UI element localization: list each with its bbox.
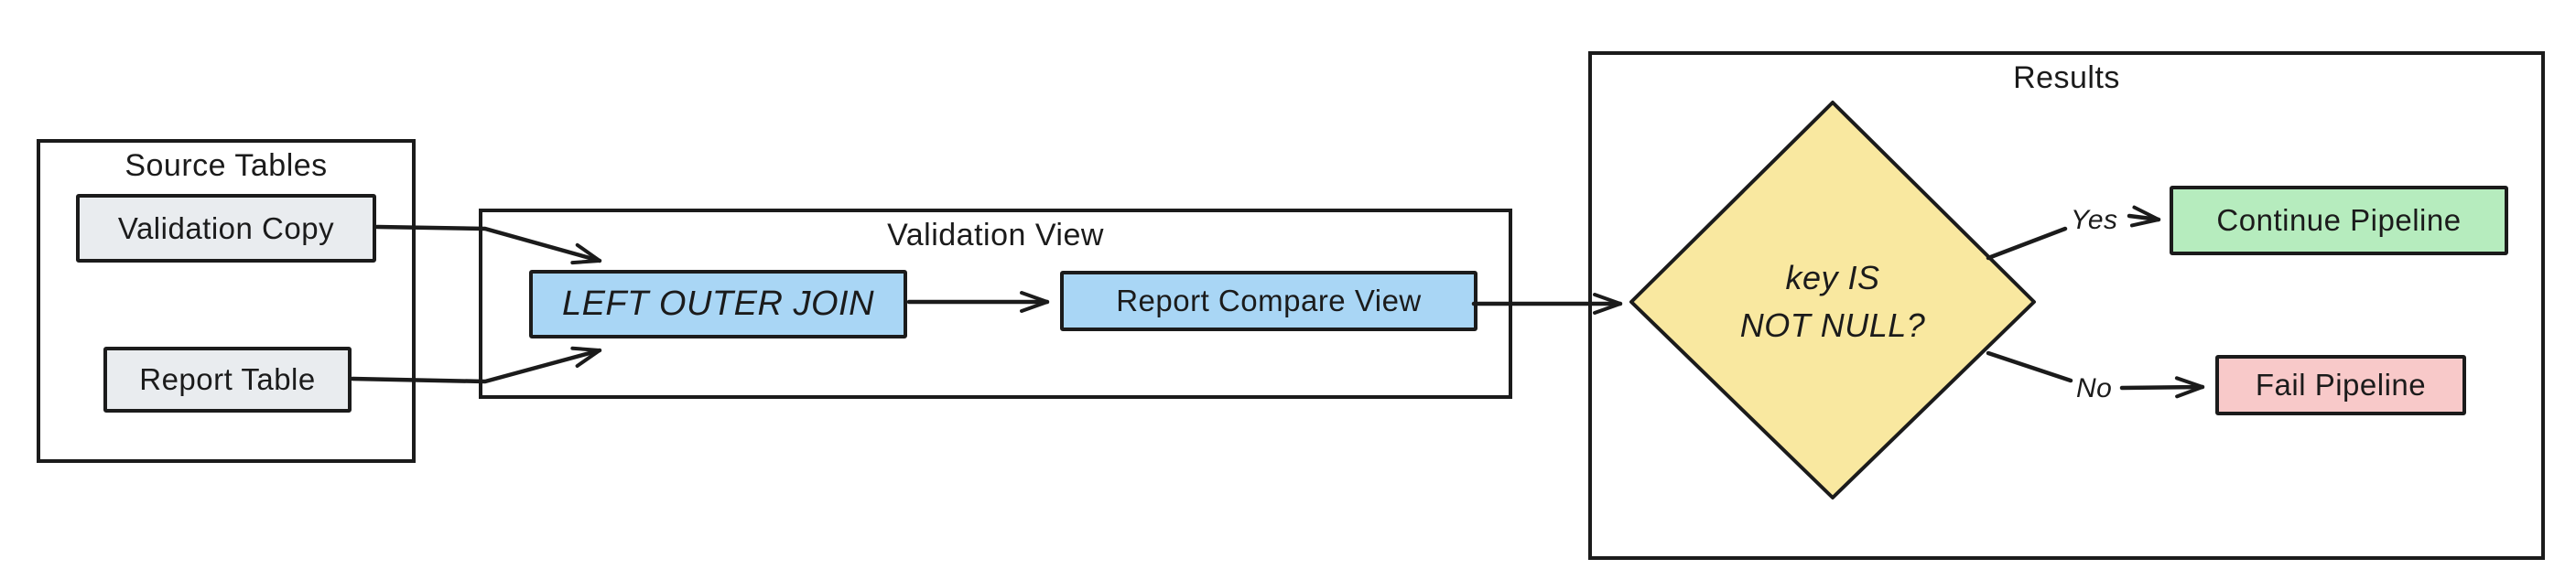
results-title: Results bbox=[2013, 60, 2120, 95]
node-continue-pipeline-label: Continue Pipeline bbox=[2216, 203, 2462, 237]
node-report-table-label: Report Table bbox=[139, 362, 316, 396]
results-group: Results Continue Pipeline Fail Pipeline … bbox=[1588, 51, 2545, 560]
node-validation-copy: Validation Copy bbox=[76, 194, 376, 263]
node-fail-pipeline-label: Fail Pipeline bbox=[2255, 368, 2427, 402]
decision-label-line1: key IS bbox=[1785, 258, 1880, 296]
node-fail-pipeline: Fail Pipeline bbox=[2215, 355, 2466, 415]
node-continue-pipeline: Continue Pipeline bbox=[2170, 186, 2508, 255]
edge-label-no: No bbox=[2076, 373, 2113, 403]
validation-view-group: Validation View LEFT OUTER JOIN Report C… bbox=[479, 209, 1512, 399]
edge-label-yes: Yes bbox=[2071, 205, 2118, 235]
node-report-table: Report Table bbox=[103, 347, 352, 413]
node-validation-copy-label: Validation Copy bbox=[117, 210, 335, 245]
node-report-compare-view: Report Compare View bbox=[1060, 271, 1477, 331]
node-left-outer-join-label: LEFT OUTER JOIN bbox=[561, 285, 875, 323]
source-tables-group: Source Tables Validation Copy Report Tab… bbox=[37, 139, 416, 463]
node-left-outer-join: LEFT OUTER JOIN bbox=[529, 270, 907, 338]
validation-view-title: Validation View bbox=[887, 218, 1104, 252]
decision-label-line2: NOT NULL? bbox=[1739, 306, 1926, 344]
decision-diamond-label: key IS NOT NULL? bbox=[1695, 245, 1970, 359]
source-tables-title: Source Tables bbox=[124, 148, 328, 183]
node-report-compare-view-label: Report Compare View bbox=[1116, 284, 1422, 317]
